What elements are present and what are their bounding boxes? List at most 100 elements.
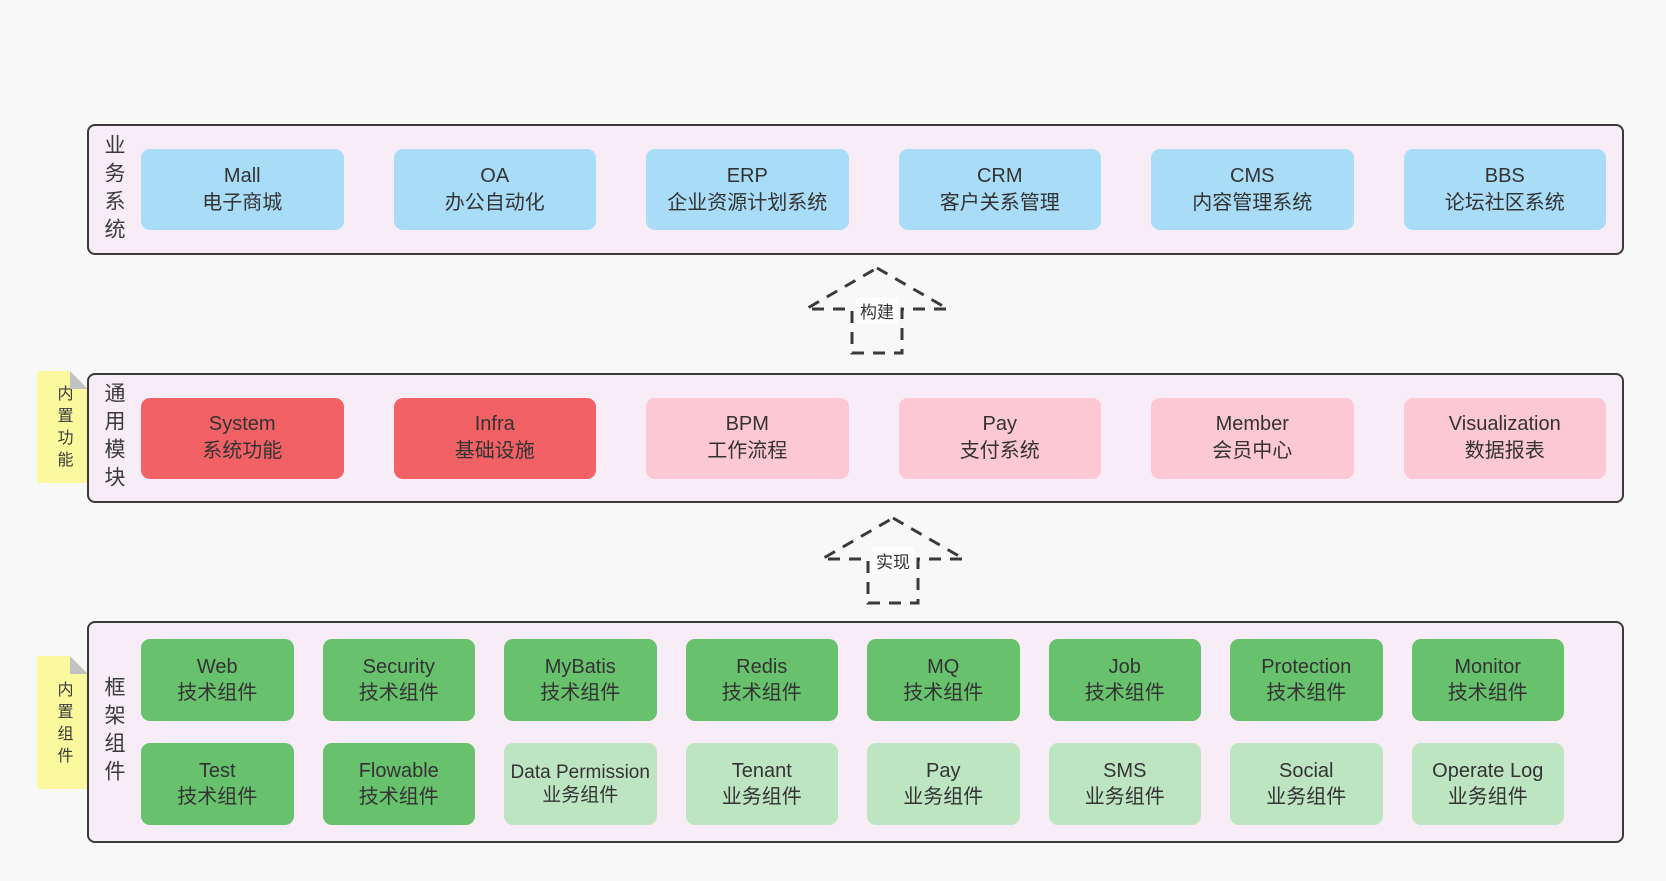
box-title: MyBatis xyxy=(544,656,616,678)
box-social: Social 业务组件 xyxy=(1230,743,1383,825)
component-row-2: Test 技术组件 Flowable 技术组件 Data Permission … xyxy=(141,743,1564,825)
box-subtitle: 技术组件 xyxy=(721,682,802,704)
band-framework-components: 框架组件 Web 技术组件 Security 技术组件 MyBatis 技术组件… xyxy=(87,621,1624,843)
box-subtitle: 业务组件 xyxy=(1084,786,1165,808)
box-subtitle: 业务组件 xyxy=(1447,786,1528,808)
box-title: Operate Log xyxy=(1432,760,1544,782)
box-mall: Mall 电子商城 xyxy=(141,149,344,230)
box-web: Web 技术组件 xyxy=(141,639,294,721)
box-crm: CRM 客户关系管理 xyxy=(898,149,1101,230)
box-operate-log: Operate Log 业务组件 xyxy=(1411,743,1564,825)
arrow-label: 构建 xyxy=(856,297,898,324)
box-title: Security xyxy=(362,656,435,678)
box-subtitle: 企业资源计划系统 xyxy=(667,191,828,214)
folded-corner-icon xyxy=(70,371,88,389)
box-title: Infra xyxy=(474,413,515,435)
box-title: MQ xyxy=(927,656,960,678)
box-tenant: Tenant 业务组件 xyxy=(685,743,838,825)
box-title: Job xyxy=(1108,656,1141,678)
box-subtitle: 技术组件 xyxy=(1084,682,1165,704)
band-box-row: System 系统功能 Infra 基础设施 BPM 工作流程 Pay 支付系统… xyxy=(141,397,1606,479)
box-subtitle: 系统功能 xyxy=(202,440,283,462)
box-title: Protection xyxy=(1261,656,1352,678)
box-title: Visualization xyxy=(1448,413,1561,435)
box-erp: ERP 企业资源计划系统 xyxy=(646,149,849,230)
box-subtitle: 会员中心 xyxy=(1212,440,1293,462)
box-subtitle: 业务组件 xyxy=(721,786,802,808)
band-business-systems: 业务系统 Mall 电子商城 OA 办公自动化 ERP 企业资源计划系统 CRM… xyxy=(87,124,1624,255)
box-subtitle: 论坛社区系统 xyxy=(1444,191,1565,214)
box-title: Social xyxy=(1279,760,1334,782)
box-title: Test xyxy=(198,760,236,782)
up-arrow-shape xyxy=(818,516,968,605)
box-data-permission: Data Permission 业务组件 xyxy=(504,743,657,825)
box-redis: Redis 技术组件 xyxy=(685,639,838,721)
band-label: 通用模块 xyxy=(102,382,125,494)
box-title: BPM xyxy=(725,413,769,435)
box-title: Tenant xyxy=(731,760,792,782)
box-bpm: BPM 工作流程 xyxy=(646,397,849,479)
box-title: ERP xyxy=(726,164,768,187)
note-built-in-features: 内置功能 xyxy=(37,371,88,483)
box-infra: Infra 基础设施 xyxy=(393,397,596,479)
box-title: Member xyxy=(1215,413,1289,435)
up-arrow-icon xyxy=(818,516,968,605)
box-title: Monitor xyxy=(1454,656,1522,678)
box-subtitle: 技术组件 xyxy=(903,682,984,704)
box-title: System xyxy=(208,413,276,435)
band-label: 业务系统 xyxy=(102,133,125,246)
component-row-1: Web 技术组件 Security 技术组件 MyBatis 技术组件 Redi… xyxy=(141,639,1564,721)
box-subtitle: 基础设施 xyxy=(454,440,535,462)
box-subtitle: 支付系统 xyxy=(959,440,1040,462)
box-subtitle: 办公自动化 xyxy=(444,191,545,214)
arrow-label: 实现 xyxy=(872,547,914,574)
up-arrow-icon xyxy=(802,266,952,355)
box-title: Pay xyxy=(926,760,961,782)
box-subtitle: 技术组件 xyxy=(358,786,439,808)
box-mybatis: MyBatis 技术组件 xyxy=(504,639,657,721)
band-label: 框架组件 xyxy=(102,676,125,788)
box-subtitle: 客户关系管理 xyxy=(939,191,1060,214)
box-bbs: BBS 论坛社区系统 xyxy=(1403,149,1606,230)
box-subtitle: 业务组件 xyxy=(542,785,619,806)
box-mq: MQ 技术组件 xyxy=(867,639,1020,721)
box-flowable: Flowable 技术组件 xyxy=(322,743,475,825)
box-title: CMS xyxy=(1230,164,1275,187)
box-cms: CMS 内容管理系统 xyxy=(1151,149,1354,230)
box-subtitle: 工作流程 xyxy=(707,440,788,462)
arrow-implement: 实现 xyxy=(818,516,968,606)
box-system: System 系统功能 xyxy=(141,397,344,479)
box-subtitle: 技术组件 xyxy=(1266,682,1347,704)
box-subtitle: 数据报表 xyxy=(1464,440,1545,462)
note-text: 内置功能 xyxy=(54,385,72,473)
box-title: Flowable xyxy=(358,760,439,782)
box-visualization: Visualization 数据报表 xyxy=(1403,397,1606,479)
note-built-in-components: 内置组件 xyxy=(37,656,88,789)
note-text: 内置组件 xyxy=(54,680,72,769)
box-pay-component: Pay 业务组件 xyxy=(867,743,1020,825)
box-title: BBS xyxy=(1484,164,1525,187)
box-subtitle: 技术组件 xyxy=(540,682,621,704)
box-subtitle: 电子商城 xyxy=(202,191,283,214)
box-title: OA xyxy=(480,164,510,187)
box-title: Redis xyxy=(736,656,788,678)
box-subtitle: 技术组件 xyxy=(358,682,439,704)
band-box-row: Mall 电子商城 OA 办公自动化 ERP 企业资源计划系统 CRM 客户关系… xyxy=(141,149,1606,230)
up-arrow-shape xyxy=(802,266,952,355)
box-subtitle: 技术组件 xyxy=(177,786,258,808)
box-pay: Pay 支付系统 xyxy=(898,397,1101,479)
box-title: CRM xyxy=(976,164,1023,187)
box-title: Data Permission xyxy=(510,762,650,783)
box-security: Security 技术组件 xyxy=(322,639,475,721)
folded-corner-icon xyxy=(70,656,88,674)
box-subtitle: 技术组件 xyxy=(177,682,258,704)
box-oa: OA 办公自动化 xyxy=(393,149,596,230)
band-box-grid: Web 技术组件 Security 技术组件 MyBatis 技术组件 Redi… xyxy=(141,639,1564,825)
box-title: SMS xyxy=(1103,760,1147,782)
box-title: Pay xyxy=(982,413,1017,435)
box-protection: Protection 技术组件 xyxy=(1230,639,1383,721)
arrow-build: 构建 xyxy=(802,266,952,356)
box-title: Web xyxy=(196,656,238,678)
box-monitor: Monitor 技术组件 xyxy=(1411,639,1564,721)
